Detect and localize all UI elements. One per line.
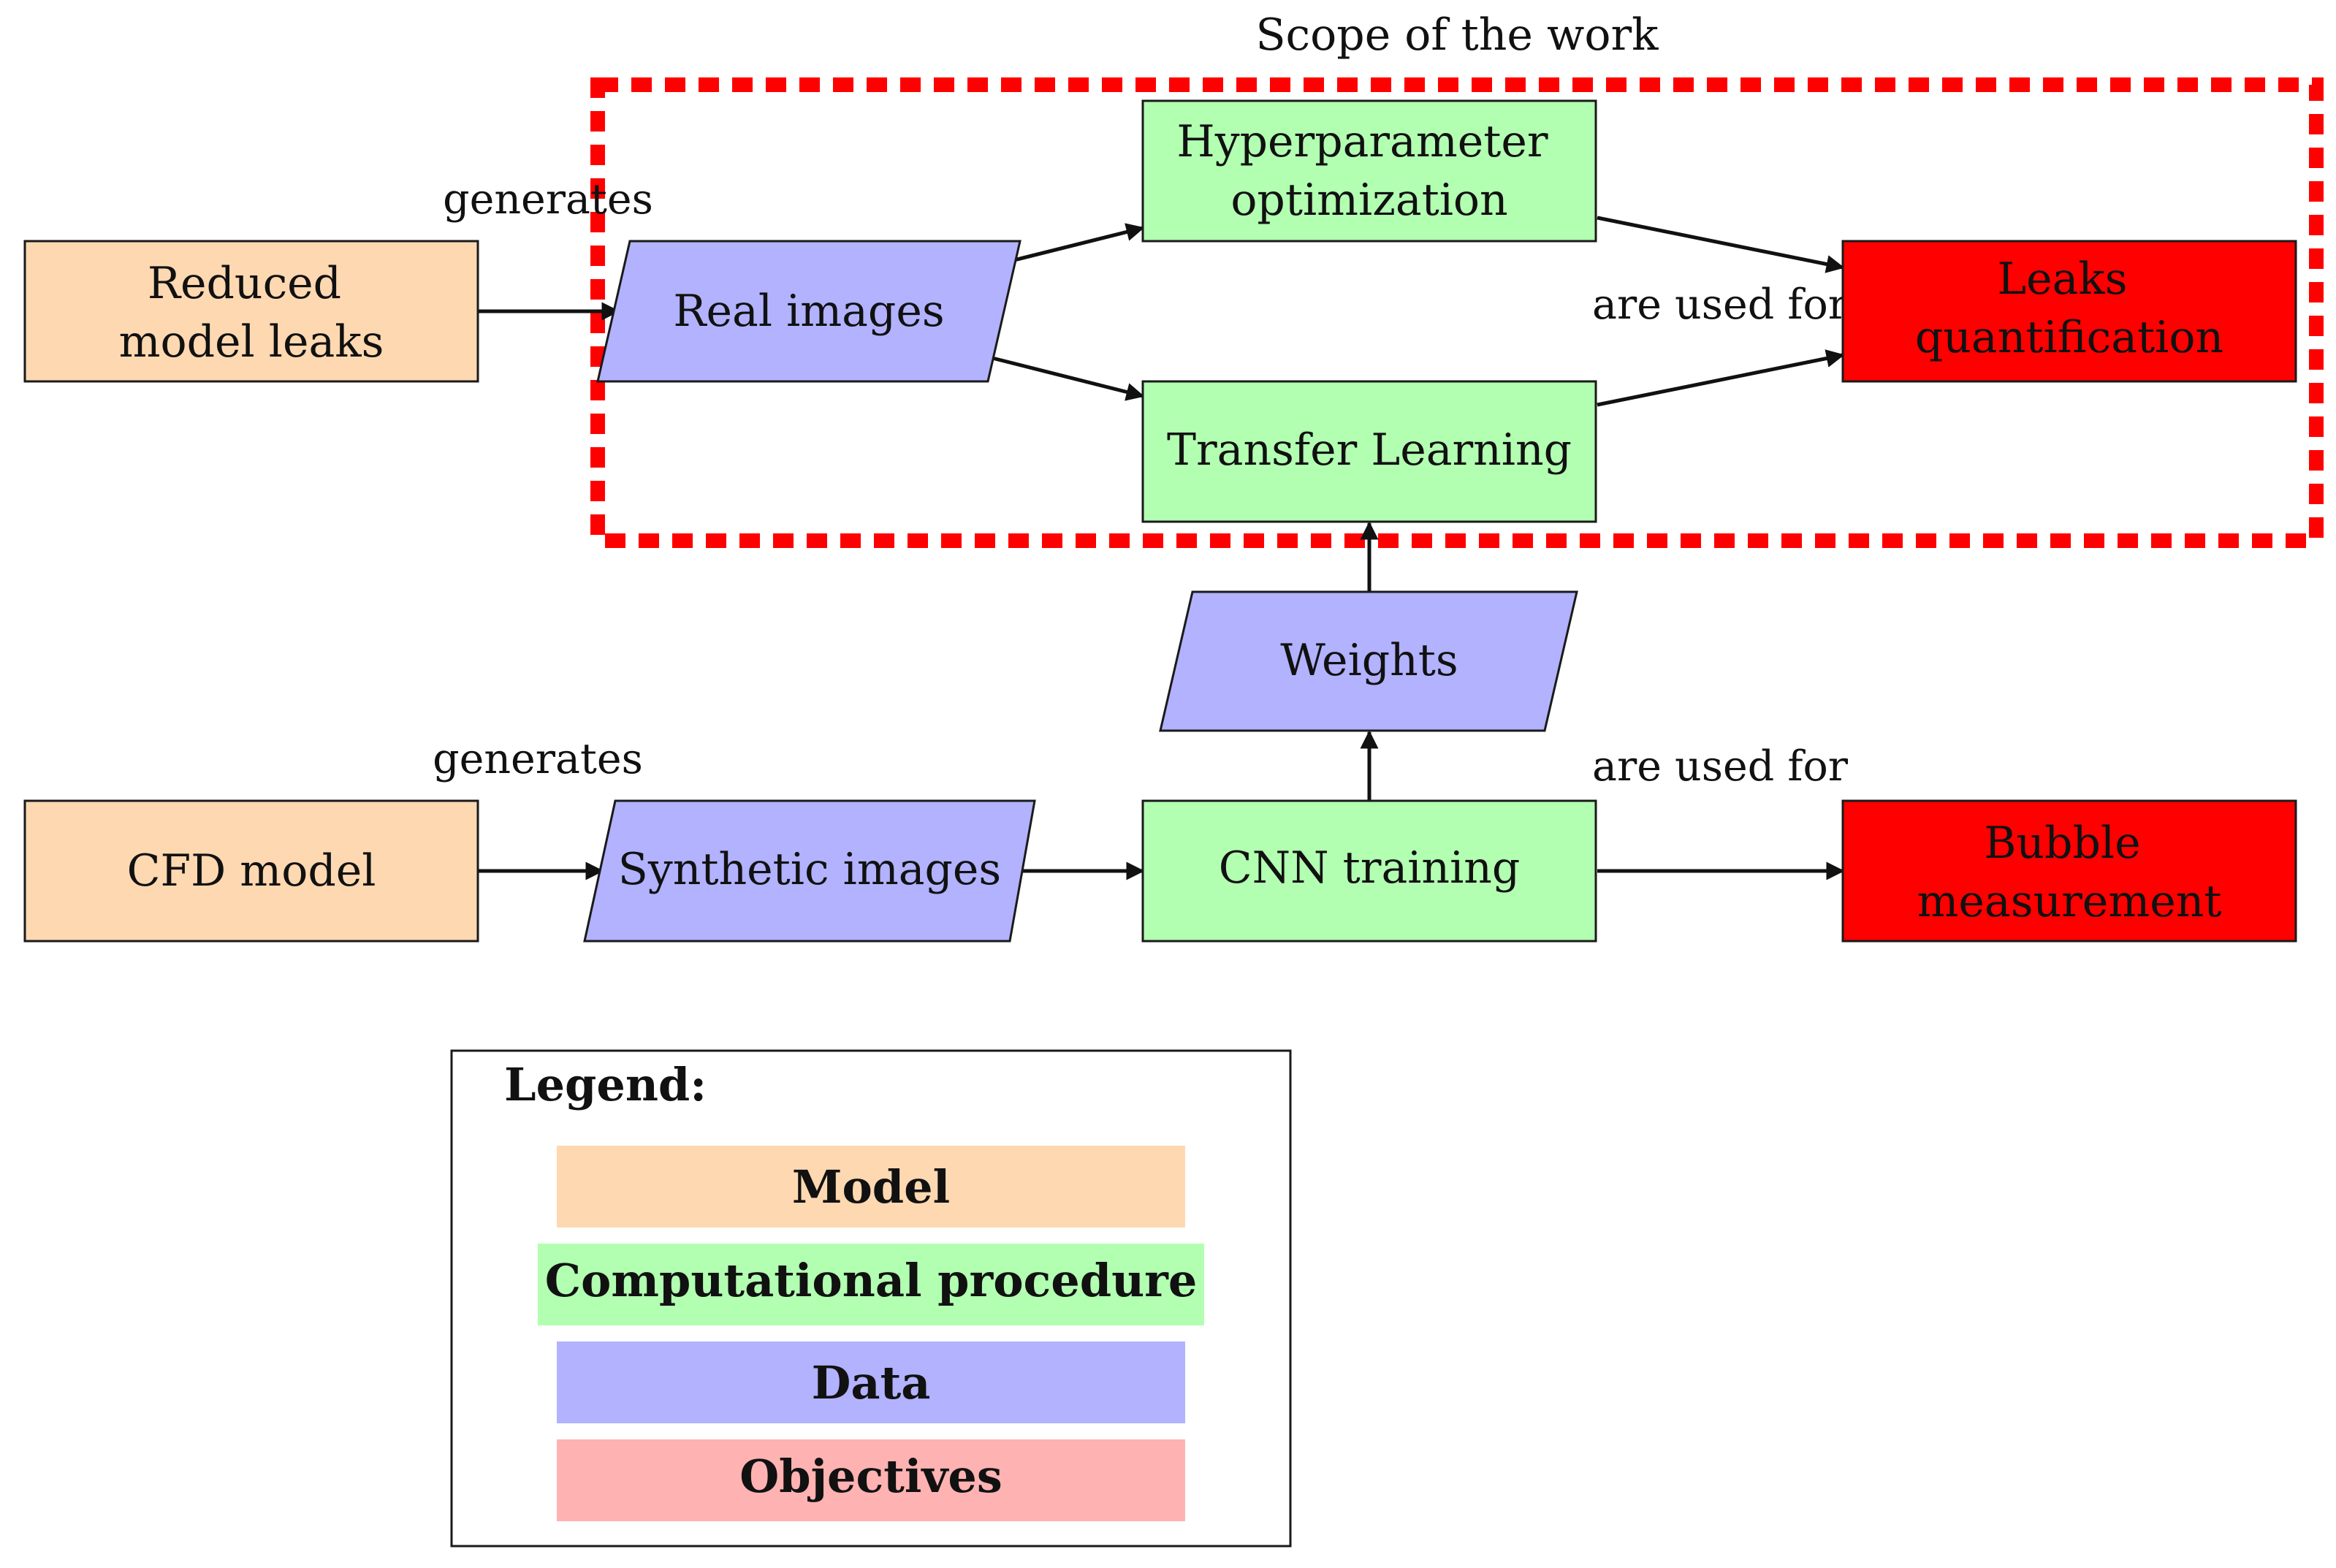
node-transfer-learning-label: Transfer Learning <box>1167 425 1572 476</box>
edge-label-used-for-top: are used for <box>1592 281 1849 329</box>
node-cnn-training-label: CNN training <box>1219 842 1521 894</box>
node-real-images-label: Real images <box>673 286 944 337</box>
node-hyperparameter-line-2: optimization <box>1230 175 1507 226</box>
node-reduced-model-leaks-line-1: Reduced <box>148 258 341 309</box>
node-real-images: Real images <box>596 240 1021 383</box>
legend-item-objectives: Objectives <box>739 1450 1002 1503</box>
legend-item-procedure: Computational procedure <box>545 1254 1198 1307</box>
scope-label: Scope of the work <box>1255 9 1659 61</box>
node-synthetic-images: Synthetic images <box>583 799 1036 943</box>
edge-label-generates-top: generates <box>443 175 653 224</box>
node-reduced-model-leaks: Reduced model leaks <box>23 240 479 383</box>
edge-real-to-transfer <box>992 356 1145 401</box>
node-leaks-quantification: Leaks quantification <box>1841 240 2297 383</box>
edge-label-used-for-bottom: are used for <box>1592 742 1849 791</box>
legend-swatch-model <box>557 1146 1185 1228</box>
svg-text:Hyperparameter optimizat: Hyperparameter optimization <box>1176 116 1561 226</box>
node-weights: Weights <box>1159 590 1578 732</box>
legend-swatch-procedure <box>538 1244 1204 1325</box>
node-cnn-training: CNN training <box>1141 799 1597 943</box>
node-bubble-measurement-line-2: measurement <box>1917 876 2222 927</box>
node-reduced-model-leaks-line-2: model leaks <box>119 316 384 368</box>
node-cfd-model-label: CFD model <box>127 845 376 897</box>
node-hyperparameter-optimization: Hyperparameter optimization <box>1141 99 1597 243</box>
node-weights-label: Weights <box>1280 635 1458 686</box>
legend-swatch-data <box>557 1341 1185 1423</box>
legend-item-model: Model <box>792 1160 950 1214</box>
node-synthetic-images-label: Synthetic images <box>618 844 1001 895</box>
legend-item-data: Data <box>812 1356 931 1409</box>
svg-text:Reduced model leaks: Reduced model leaks <box>119 258 384 368</box>
node-bubble-measurement: Bubble measurement <box>1841 799 2297 943</box>
edge-hyperparameter-to-leaks <box>1597 216 1845 273</box>
legend: Legend: Model Computational procedure Da… <box>450 1049 1292 1548</box>
legend-swatch-objectives <box>557 1439 1185 1521</box>
node-cfd-model: CFD model <box>23 799 479 943</box>
edge-real-to-hyperparameter <box>1013 223 1145 262</box>
node-bubble-measurement-line-1: Bubble <box>1984 818 2140 869</box>
svg-text:Bubble measurement: Bubble measurement <box>1917 818 2222 927</box>
legend-title: Legend: <box>504 1058 707 1111</box>
node-transfer-learning: Transfer Learning <box>1141 380 1597 523</box>
edge-transfer-to-leaks <box>1597 349 1845 407</box>
edge-label-generates-bottom: generates <box>433 735 643 783</box>
svg-text:Leaks quantification: Leaks quantification <box>1915 254 2223 363</box>
node-leaks-quantification-line-1: Leaks <box>1997 254 2127 305</box>
node-leaks-quantification-line-2: quantification <box>1915 312 2223 363</box>
node-hyperparameter-line-1: Hyperparameter <box>1176 116 1548 167</box>
